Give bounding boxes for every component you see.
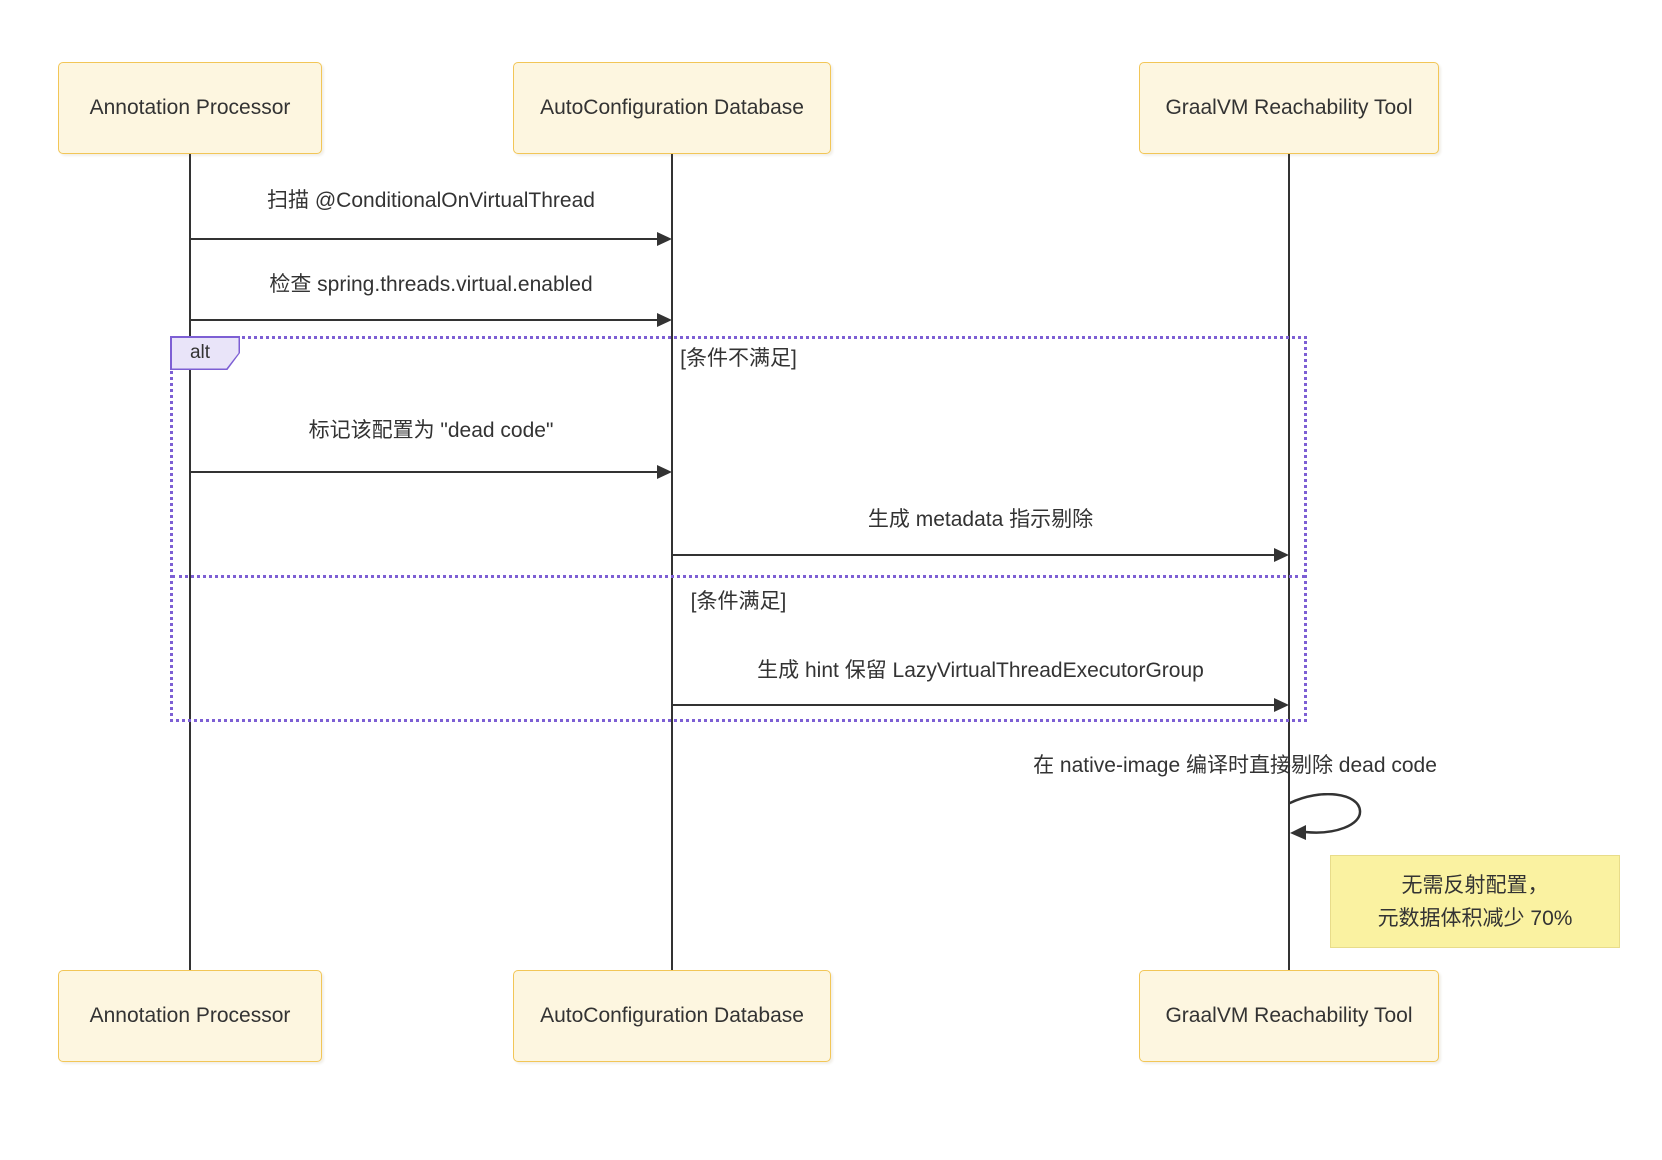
actor-autoconfiguration-database-top: AutoConfiguration Database (513, 62, 831, 154)
self-loop-arrow-icon (1289, 793, 1362, 840)
actor-label: GraalVM Reachability Tool (1165, 1004, 1413, 1027)
message-line (672, 704, 1274, 706)
alt-else-divider (172, 575, 1305, 578)
message-line (190, 319, 658, 321)
actor-graalvm-reachability-tool-top: GraalVM Reachability Tool (1139, 62, 1439, 154)
actor-label: GraalVM Reachability Tool (1165, 96, 1413, 119)
message-label: 扫描 @ConditionalOnVirtualThread (267, 189, 595, 212)
message-label: 生成 hint 保留 LazyVirtualThreadExecutorGrou… (757, 659, 1204, 682)
message-label: 在 native-image 编译时直接剔除 dead code (1033, 754, 1437, 777)
alt-condition-1: [条件不满足] (680, 347, 797, 370)
note-line-2: 元数据体积减少 70% (1377, 907, 1573, 930)
lifeline-annotation-processor (189, 154, 191, 970)
arrowhead-right-icon (657, 313, 672, 327)
arrowhead-right-icon (1274, 548, 1289, 562)
actor-label: AutoConfiguration Database (540, 1004, 804, 1027)
lifeline-autoconfiguration-database (671, 154, 673, 970)
alt-label-tab: alt (170, 336, 240, 370)
actor-label: Annotation Processor (89, 96, 291, 119)
actor-autoconfiguration-database-bottom: AutoConfiguration Database (513, 970, 831, 1062)
actor-annotation-processor-bottom: Annotation Processor (58, 970, 322, 1062)
actor-label: Annotation Processor (89, 1004, 291, 1027)
message-line (190, 471, 658, 473)
alt-condition-2: [条件满足] (690, 590, 787, 613)
note-box: 无需反射配置， 元数据体积减少 70% (1330, 855, 1620, 948)
message-label: 检查 spring.threads.virtual.enabled (269, 273, 593, 296)
actor-annotation-processor-top: Annotation Processor (58, 62, 322, 154)
note-line-1: 无需反射配置， (1401, 874, 1549, 897)
message-line (190, 238, 658, 240)
message-line (672, 554, 1274, 556)
actor-label: AutoConfiguration Database (540, 96, 804, 119)
actor-graalvm-reachability-tool-bottom: GraalVM Reachability Tool (1139, 970, 1439, 1062)
arrowhead-right-icon (657, 465, 672, 479)
message-label: 生成 metadata 指示剔除 (867, 508, 1094, 531)
alt-label: alt (171, 337, 239, 369)
lifeline-graalvm-reachability-tool (1288, 154, 1290, 970)
message-label: 标记该配置为 "dead code" (308, 419, 554, 442)
arrowhead-right-icon (1274, 698, 1289, 712)
arrowhead-right-icon (657, 232, 672, 246)
alt-frame (170, 336, 1307, 722)
